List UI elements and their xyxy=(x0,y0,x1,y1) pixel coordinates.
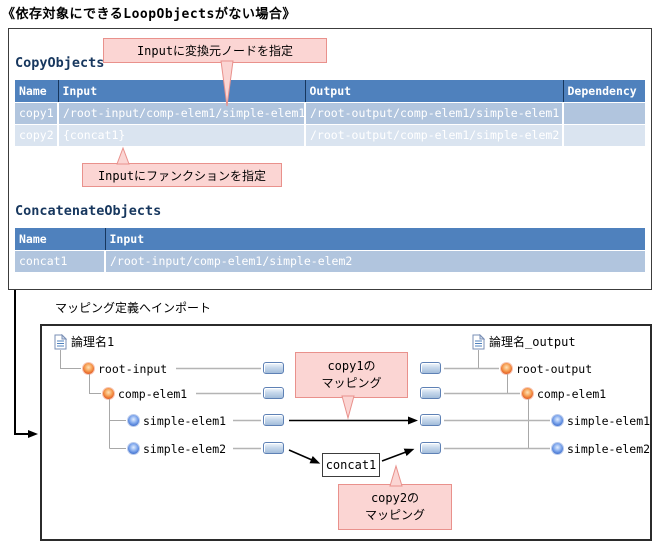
table-cell: concat1 xyxy=(15,250,106,273)
simple-node-icon xyxy=(128,415,139,426)
tree-node-root-output: root-output xyxy=(501,361,593,376)
complex-node-icon xyxy=(83,363,94,374)
table-cell: copy2 xyxy=(15,124,59,147)
table-cell: /root-input/comp-elem1/simple-elem1 xyxy=(58,102,306,125)
tree-node-comp-elem1: comp-elem1 xyxy=(103,386,188,401)
mapping-port xyxy=(420,442,441,454)
table-header-row: Name Input xyxy=(15,228,645,251)
table-cell: {concat1} xyxy=(58,124,306,147)
simple-node-icon xyxy=(552,443,563,454)
tree-node-label: simple-elem2 xyxy=(567,441,651,456)
import-label: マッピング定義へインポート xyxy=(55,301,212,315)
tree-root-label: 論理名_output xyxy=(489,335,576,349)
tree-node-simple-elem1: simple-elem1 xyxy=(128,413,227,428)
mapping-port xyxy=(263,362,284,374)
mapping-port xyxy=(420,414,441,426)
source-tree-root: 論理名1 xyxy=(54,333,114,350)
tree-node-label: root-output xyxy=(516,361,593,376)
tree-node-simple-elem1-out: simple-elem1 xyxy=(552,413,651,428)
complex-node-icon xyxy=(501,363,512,374)
tree-node-label: simple-elem2 xyxy=(143,441,227,456)
copy-objects-heading: CopyObjects xyxy=(15,55,105,71)
table-cell: /root-output/comp-elem1/simple-elem1 xyxy=(305,102,564,125)
table-row: copy1 /root-input/comp-elem1/simple-elem… xyxy=(15,102,645,125)
complex-node-icon xyxy=(522,388,533,399)
tree-root-label: 論理名1 xyxy=(71,335,115,349)
callout-text: copy2の xyxy=(370,491,420,505)
document-icon xyxy=(54,333,67,349)
simple-node-icon xyxy=(552,415,563,426)
table-row: copy2 {concat1} /root-output/comp-elem1/… xyxy=(15,124,645,147)
complex-node-icon xyxy=(103,388,114,399)
tree-node-label: comp-elem1 xyxy=(537,386,607,401)
tree-node-label: simple-elem1 xyxy=(143,413,227,428)
mapping-port xyxy=(420,387,441,399)
mapping-port xyxy=(263,442,284,454)
page-title: 《依存対象にできるLoopObjectsがない場合》 xyxy=(2,7,296,22)
table-cell: /root-output/comp-elem1/simple-elem2 xyxy=(305,124,564,147)
callout-text: Inputに変換元ノードを指定 xyxy=(136,44,294,58)
tree-node-label: simple-elem1 xyxy=(567,413,651,428)
table-cell: /root-input/comp-elem1/simple-elem2 xyxy=(105,250,645,273)
concatenate-objects-table: Name Input concat1 /root-input/comp-elem… xyxy=(15,228,645,273)
tree-node-label: comp-elem1 xyxy=(118,386,188,401)
tree-node-comp-elem1-out: comp-elem1 xyxy=(522,386,607,401)
column-header-output: Output xyxy=(305,80,564,103)
tree-node-simple-elem2: simple-elem2 xyxy=(128,441,227,456)
flow-arrow xyxy=(14,290,38,438)
column-header-name: Name xyxy=(15,228,106,251)
callout-text: マッピング xyxy=(364,508,425,522)
document-icon xyxy=(472,333,485,349)
target-tree-root: 論理名_output xyxy=(472,333,576,350)
table-cell xyxy=(563,102,645,125)
mapping-port xyxy=(263,387,284,399)
tree-node-label: root-input xyxy=(98,361,168,376)
mapping-port xyxy=(263,414,284,426)
table-cell xyxy=(563,124,645,147)
callout-copy2-mapping: copy2の マッピング xyxy=(338,484,452,530)
callout-text: マッピング xyxy=(321,376,382,390)
callout-input-source-node: Inputに変換元ノードを指定 xyxy=(103,38,327,63)
callout-text: copy1の xyxy=(327,359,376,373)
tree-node-root-input: root-input xyxy=(83,361,168,376)
table-row: concat1 /root-input/comp-elem1/simple-el… xyxy=(15,250,645,273)
copy-objects-table: Name Input Output Dependency copy1 /root… xyxy=(15,80,645,147)
concatenate-objects-heading: ConcatenateObjects xyxy=(15,203,162,219)
callout-text: Inputにファンクションを指定 xyxy=(97,168,267,183)
callout-input-function: Inputにファンクションを指定 xyxy=(82,163,282,187)
mapping-port xyxy=(420,362,441,374)
callout-copy1-mapping: copy1の マッピング xyxy=(295,352,408,398)
simple-node-icon xyxy=(128,443,139,454)
column-header-name: Name xyxy=(15,80,59,103)
column-header-input: Input xyxy=(58,80,306,103)
column-header-dependency: Dependency xyxy=(563,80,645,103)
table-header-row: Name Input Output Dependency xyxy=(15,80,645,103)
function-box-concat1: concat1 xyxy=(322,453,380,477)
table-cell: copy1 xyxy=(15,102,59,125)
tree-node-simple-elem2-out: simple-elem2 xyxy=(552,441,651,456)
column-header-input: Input xyxy=(105,228,645,251)
